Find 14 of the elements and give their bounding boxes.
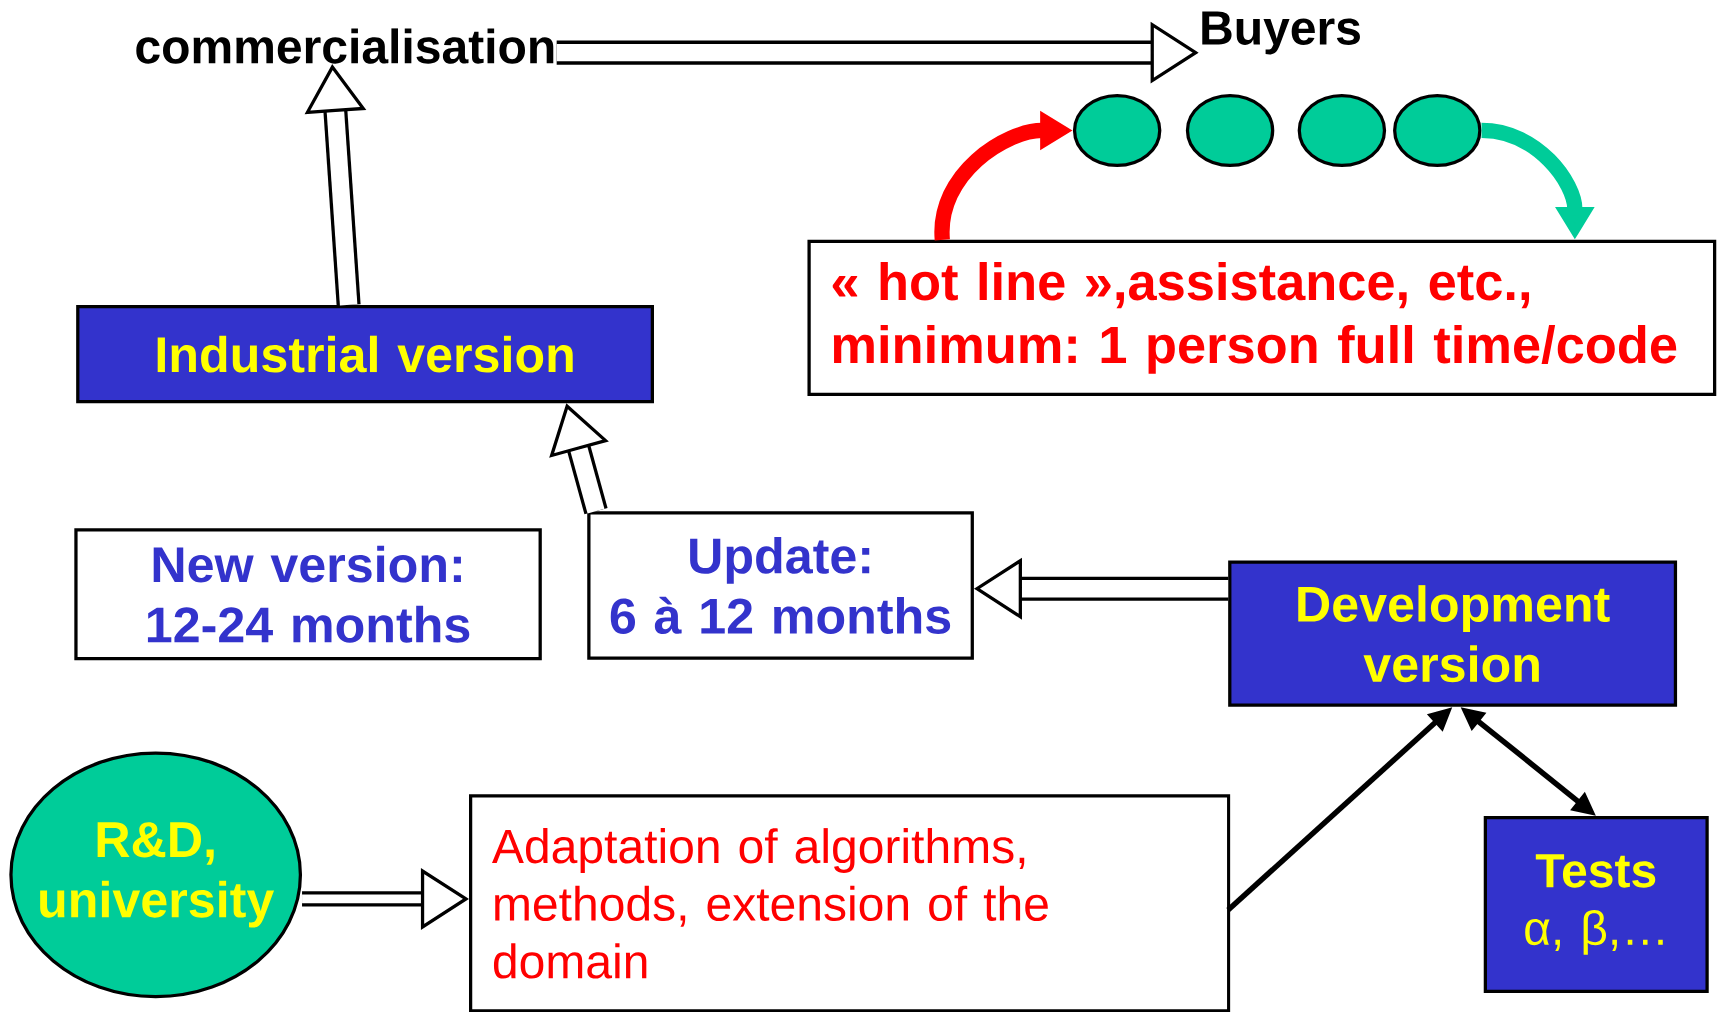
oval	[1072, 93, 1162, 168]
oval: R&D, university	[9, 751, 303, 999]
oval	[1185, 93, 1275, 168]
heading-text: commercialisation	[136, 28, 554, 64]
note-box: « hot line »,assistance, etc., minimum: 1 person full time/code	[807, 239, 1717, 397]
oval	[1393, 93, 1482, 168]
process-box: Development version	[1228, 560, 1678, 707]
process-box: Update: 6 à 12 months	[587, 511, 974, 660]
process-box: New version: 12-24 months	[74, 528, 542, 661]
process-box: Tests α, β,…	[1483, 816, 1709, 993]
text-box: Adaptation of algorithms, methods, extension of the domain	[469, 794, 1231, 1012]
heading-text: Buyers	[1202, 11, 1360, 55]
oval	[1297, 93, 1387, 168]
process-box: Industrial version	[76, 305, 654, 404]
